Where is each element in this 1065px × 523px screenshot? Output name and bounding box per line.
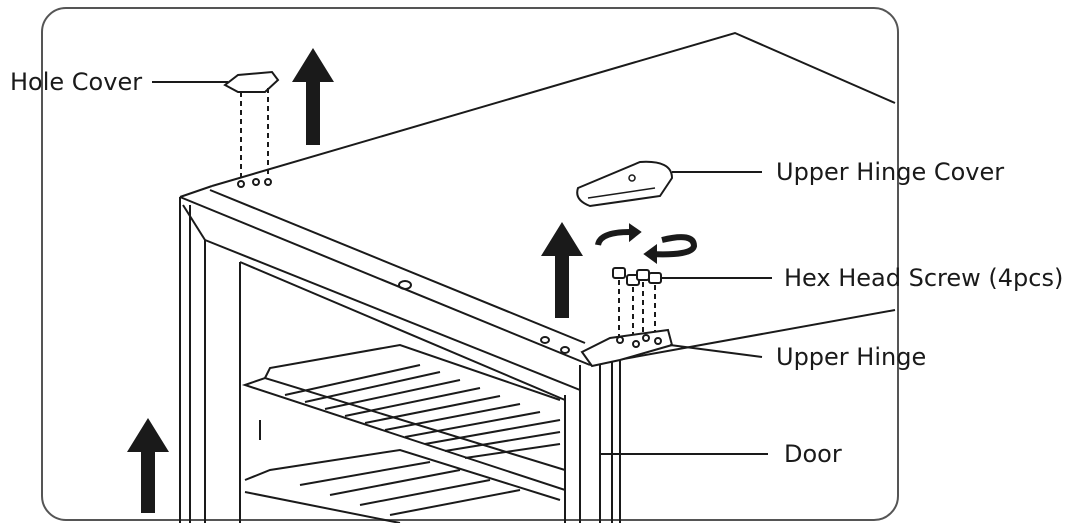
cabinet-top (179, 31, 896, 366)
rotation-arrows-icon (595, 223, 698, 264)
hole-cover-part (223, 70, 280, 188)
label-door: Door (784, 440, 842, 468)
upper-hinge-cover-part (576, 160, 674, 208)
cabinet-front (179, 197, 621, 523)
label-upper-hinge: Upper Hinge (776, 343, 926, 371)
wine-rack-lower (244, 448, 561, 523)
label-upper-hinge-cover: Upper Hinge Cover (776, 158, 1004, 186)
hex-head-screws (612, 267, 662, 345)
leader-lines (152, 81, 772, 455)
upper-hinge-part (580, 328, 674, 368)
label-hex-head-screw: Hex Head Screw (4pcs) (784, 264, 1063, 292)
up-arrow-icon (541, 222, 583, 318)
label-hole-cover: Hole Cover (10, 68, 142, 96)
diagram-frame (41, 7, 899, 521)
wine-rack-upper (241, 343, 566, 492)
up-arrow-icon (127, 418, 169, 513)
up-arrow-icon (292, 48, 334, 145)
